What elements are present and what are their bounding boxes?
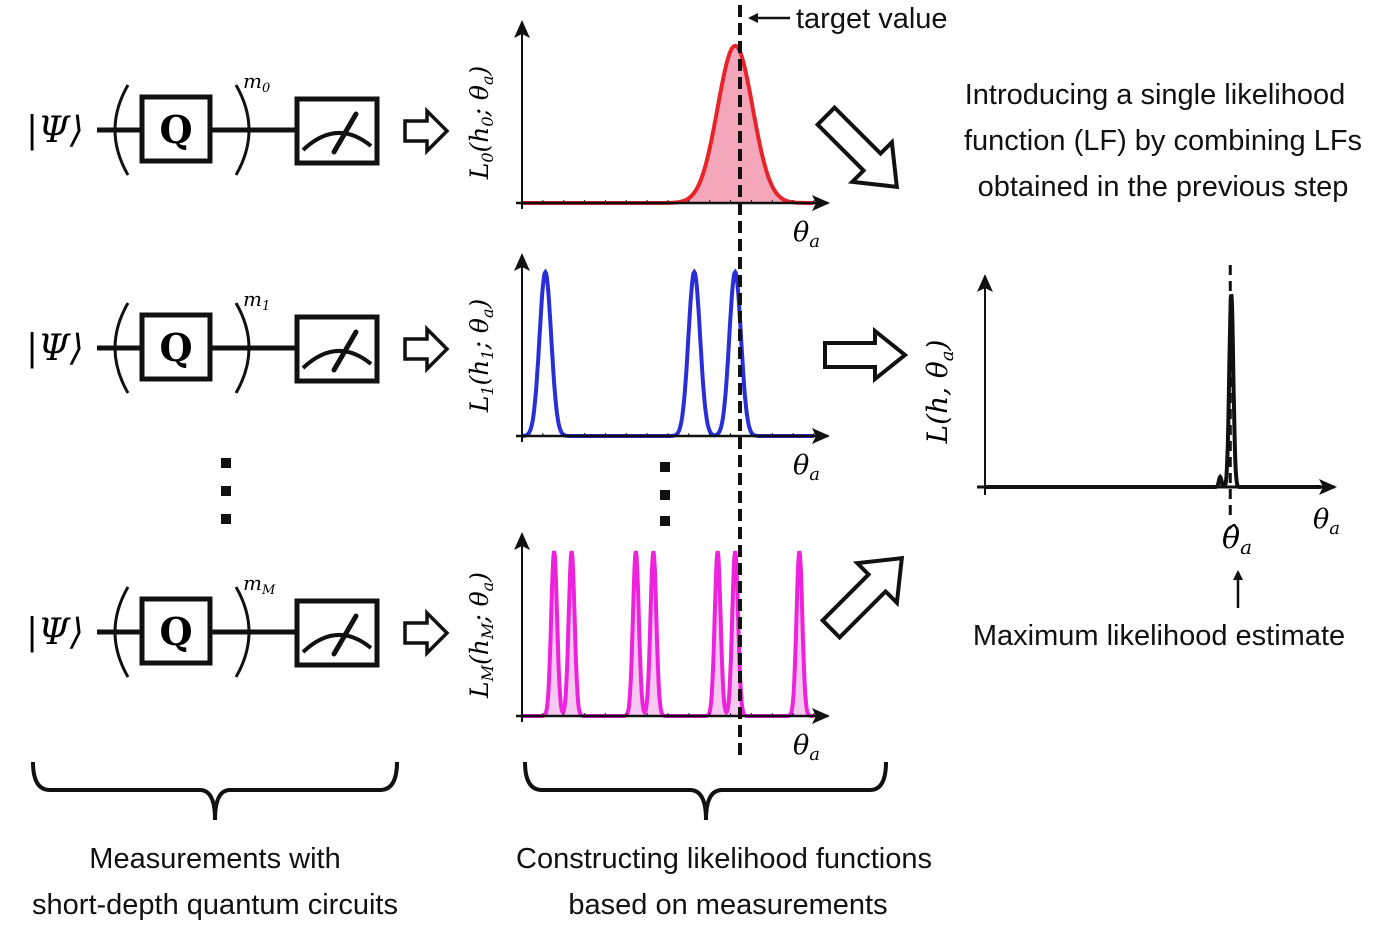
likelihood-curve (522, 268, 814, 438)
x-axis-label: θa (793, 730, 820, 765)
likelihood-fill (522, 551, 814, 716)
state-ket: |Ψ⟩ (26, 328, 84, 369)
circuit-row: |Ψ⟩ Qm1 (26, 287, 450, 394)
state-ket: |Ψ⟩ (26, 110, 84, 151)
combined-likelihood-curve (985, 293, 1321, 489)
svg-text:function (LF) by combining LF: function (LF) by combining LFs (964, 125, 1362, 157)
middle-caption: Constructing likelihood functions based … (516, 843, 932, 921)
x-axis-label: θa (1313, 504, 1340, 539)
svg-text:Introducing a single likelihoo: Introducing a single likelihood (965, 79, 1345, 111)
plot-ellipsis (660, 462, 670, 526)
svg-text:Measurements with: Measurements with (89, 843, 340, 875)
repetition-exponent: mM (243, 571, 276, 598)
right-paren (234, 586, 251, 678)
measurement-meter-icon (294, 598, 380, 668)
combine-description: Introducing a single likelihood function… (964, 79, 1362, 203)
combine-arrow-up (819, 555, 905, 641)
hollow-arrow-icon (403, 608, 450, 658)
repetition-exponent: m0 (243, 69, 270, 96)
left-paren (113, 84, 130, 176)
right-paren (234, 302, 251, 394)
y-axis-label: LM(hM; θa) (465, 572, 497, 699)
y-axis-label: L0(h0; θa) (465, 66, 497, 181)
x-axis-label: θa (793, 217, 820, 252)
y-axis-label: L1(h1; θa) (465, 299, 497, 414)
svg-text:short-depth quantum circuits: short-depth quantum circuits (32, 889, 398, 921)
q-gate-label: Q (159, 325, 192, 370)
middle-brace (523, 761, 888, 821)
x-axis-label: θa (793, 450, 820, 485)
combine-arrow-right (823, 326, 909, 384)
left-brace (31, 761, 399, 821)
circuit-row: |Ψ⟩ Qm0 (26, 69, 450, 176)
left-paren (113, 302, 130, 394)
y-axis-label: L(h, θa) (921, 340, 958, 445)
q-gate (139, 596, 213, 666)
measurement-meter-icon (294, 314, 380, 384)
q-gate-label: Q (159, 609, 192, 654)
likelihood-plot-2: LM(hM; θa) θa (465, 532, 830, 765)
svg-text:based on measurements: based on measurements (568, 889, 887, 921)
svg-text:obtained in the previous step: obtained in the previous step (978, 171, 1349, 203)
q-gate (139, 312, 213, 382)
measurement-meter-icon (294, 96, 380, 166)
q-gate (139, 94, 213, 164)
mle-label: Maximum likelihood estimate (973, 620, 1345, 652)
estimate-label: θ̂a (1222, 521, 1252, 559)
q-gate-label: Q (159, 107, 192, 152)
circuit-ellipsis (221, 458, 231, 524)
hollow-arrow-icon (403, 106, 450, 156)
likelihood-curve (522, 550, 814, 718)
target-label: target value (796, 3, 948, 35)
right-paren (234, 84, 251, 176)
left-caption: Measurements with short-depth quantum ci… (32, 843, 398, 921)
likelihood-plot-1: L1(h1; θa) θa (465, 253, 830, 485)
likelihood-curve (522, 43, 814, 205)
state-ket: |Ψ⟩ (26, 612, 84, 653)
combine-arrow-down (814, 104, 900, 190)
likelihood-plot-0: L0(h0; θa) θa (465, 20, 830, 252)
svg-text:Constructing likelihood functi: Constructing likelihood functions (516, 843, 932, 875)
circuit-row: |Ψ⟩ QmM (26, 571, 450, 678)
hollow-arrow-icon (403, 324, 450, 374)
left-paren (113, 586, 130, 678)
repetition-exponent: m1 (243, 287, 270, 314)
